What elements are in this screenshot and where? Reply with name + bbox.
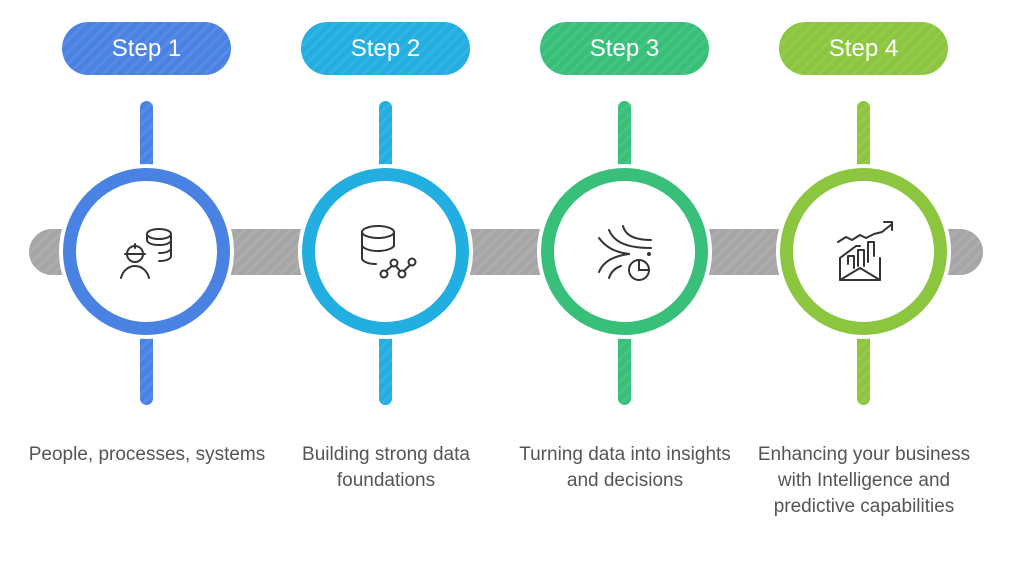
step-3-bottom-connector: [618, 325, 631, 405]
step-3-top-connector: [618, 101, 631, 181]
step-2: Step 2 Building strong data foundations: [266, 0, 506, 587]
step-2-badge: Step 2: [301, 22, 470, 75]
growth-chart-envelope-icon: [836, 220, 893, 281]
step-4-badge: Step 4: [779, 22, 948, 75]
step-1-bottom-connector: [140, 325, 153, 405]
step-3-circle: [541, 168, 708, 335]
step-4-description: Enhancing your business with Intelligenc…: [757, 444, 971, 517]
step-4: Step 4 Enhancing your business with Inte…: [744, 0, 984, 587]
worker-database-icon: [119, 227, 172, 279]
step-4-circle: [780, 168, 947, 335]
data-flow-pie-chart-icon: [597, 224, 652, 281]
step-3-description: Turning data into insights and decisions: [519, 444, 731, 491]
step-3-badge: Step 3: [540, 22, 709, 75]
step-3: Step 3 Turning data into insights and de…: [505, 0, 745, 587]
step-4-bottom-connector: [857, 325, 870, 405]
step-4-top-connector: [857, 101, 870, 181]
step-2-circle: [302, 168, 469, 335]
step-2-top-connector: [379, 101, 392, 181]
step-2-description: Building strong data foundations: [302, 444, 470, 491]
step-1-description: People, processes, systems: [28, 444, 266, 465]
database-network-icon: [360, 224, 416, 278]
step-2-bottom-connector: [379, 325, 392, 405]
step-1: Step 1 People, processes, systems: [27, 0, 267, 587]
step-1-badge: Step 1: [62, 22, 231, 75]
step-1-top-connector: [140, 101, 153, 181]
step-1-circle: [63, 168, 230, 335]
